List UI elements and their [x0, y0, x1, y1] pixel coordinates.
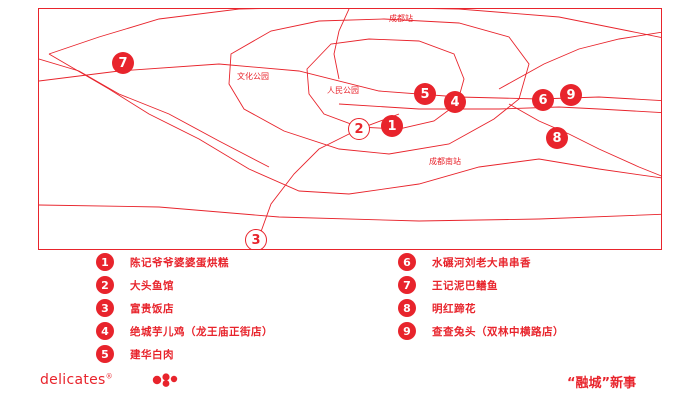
legend-number-4: 4 — [96, 322, 114, 340]
east-road — [508, 103, 661, 177]
city-map[interactable]: 成都站 文化公园 人民公园 成都南站 1 2 3 4 5 6 7 8 9 — [38, 8, 662, 250]
map-pin-1[interactable]: 1 — [381, 115, 403, 137]
legend-number-3: 3 — [96, 299, 114, 317]
place-label-south-station: 成都南站 — [429, 157, 461, 166]
map-pin-3[interactable]: 3 — [245, 229, 267, 249]
north-spur-road — [333, 9, 350, 80]
legend-item-5[interactable]: 5 建华白肉 — [96, 345, 174, 363]
legend-item-9[interactable]: 9 查查兔头（双林中横路店） — [398, 322, 564, 340]
arterial-road-ew-2 — [338, 103, 661, 113]
legend-number-2: 2 — [96, 276, 114, 294]
southwest-road — [254, 113, 400, 249]
place-label-peoples-park: 人民公园 — [327, 86, 359, 95]
brand-name: delicates — [40, 372, 106, 388]
legend-number-5: 5 — [96, 345, 114, 363]
legend-name-9: 查查兔头（双林中横路店） — [432, 325, 564, 338]
legend-item-4[interactable]: 4 绝城芋儿鸡（龙王庙正街店） — [96, 322, 273, 340]
legend-number-9: 9 — [398, 322, 416, 340]
outer-ring-road — [48, 9, 661, 195]
map-pin-5[interactable]: 5 — [414, 83, 436, 105]
place-label-culture-park: 文化公园 — [237, 72, 269, 81]
legend-name-6: 水碾河刘老大串串香 — [432, 256, 531, 269]
map-pin-8[interactable]: 8 — [546, 127, 568, 149]
map-pin-2[interactable]: 2 — [348, 118, 370, 140]
map-pin-6[interactable]: 6 — [532, 89, 554, 111]
northeast-road — [498, 31, 661, 90]
brand-logo-icon — [152, 373, 178, 387]
west-road — [39, 58, 270, 168]
legend-item-1[interactable]: 1 陈记爷爷婆婆蛋烘糕 — [96, 253, 229, 271]
legend-number-7: 7 — [398, 276, 416, 294]
legend-name-2: 大头鱼馆 — [130, 279, 174, 292]
registered-mark: ® — [105, 372, 113, 381]
tagline: “融城”新事 — [567, 376, 637, 391]
map-pin-9[interactable]: 9 — [560, 84, 582, 106]
south-belt-road — [39, 204, 661, 222]
legend-name-5: 建华白肉 — [130, 348, 174, 361]
legend-name-4: 绝城芋儿鸡（龙王庙正街店） — [130, 325, 273, 338]
legend-number-1: 1 — [96, 253, 114, 271]
legend-item-8[interactable]: 8 明红蹄花 — [398, 299, 476, 317]
legend-number-8: 8 — [398, 299, 416, 317]
legend-name-3: 富贵饭店 — [130, 302, 174, 315]
legend-name-8: 明红蹄花 — [432, 302, 476, 315]
legend-item-2[interactable]: 2 大头鱼馆 — [96, 276, 174, 294]
legend-item-7[interactable]: 7 王记泥巴鳝鱼 — [398, 276, 498, 294]
map-pin-4[interactable]: 4 — [444, 91, 466, 113]
legend-name-1: 陈记爷爷婆婆蛋烘糕 — [130, 256, 229, 269]
legend-number-6: 6 — [398, 253, 416, 271]
place-label-north-station: 成都站 — [389, 14, 413, 23]
legend-name-7: 王记泥巴鳝鱼 — [432, 279, 498, 292]
legend-item-6[interactable]: 6 水碾河刘老大串串香 — [398, 253, 531, 271]
map-pin-7[interactable]: 7 — [112, 52, 134, 74]
legend-item-3[interactable]: 3 富贵饭店 — [96, 299, 174, 317]
brand-wordmark: delicates® — [40, 372, 113, 388]
